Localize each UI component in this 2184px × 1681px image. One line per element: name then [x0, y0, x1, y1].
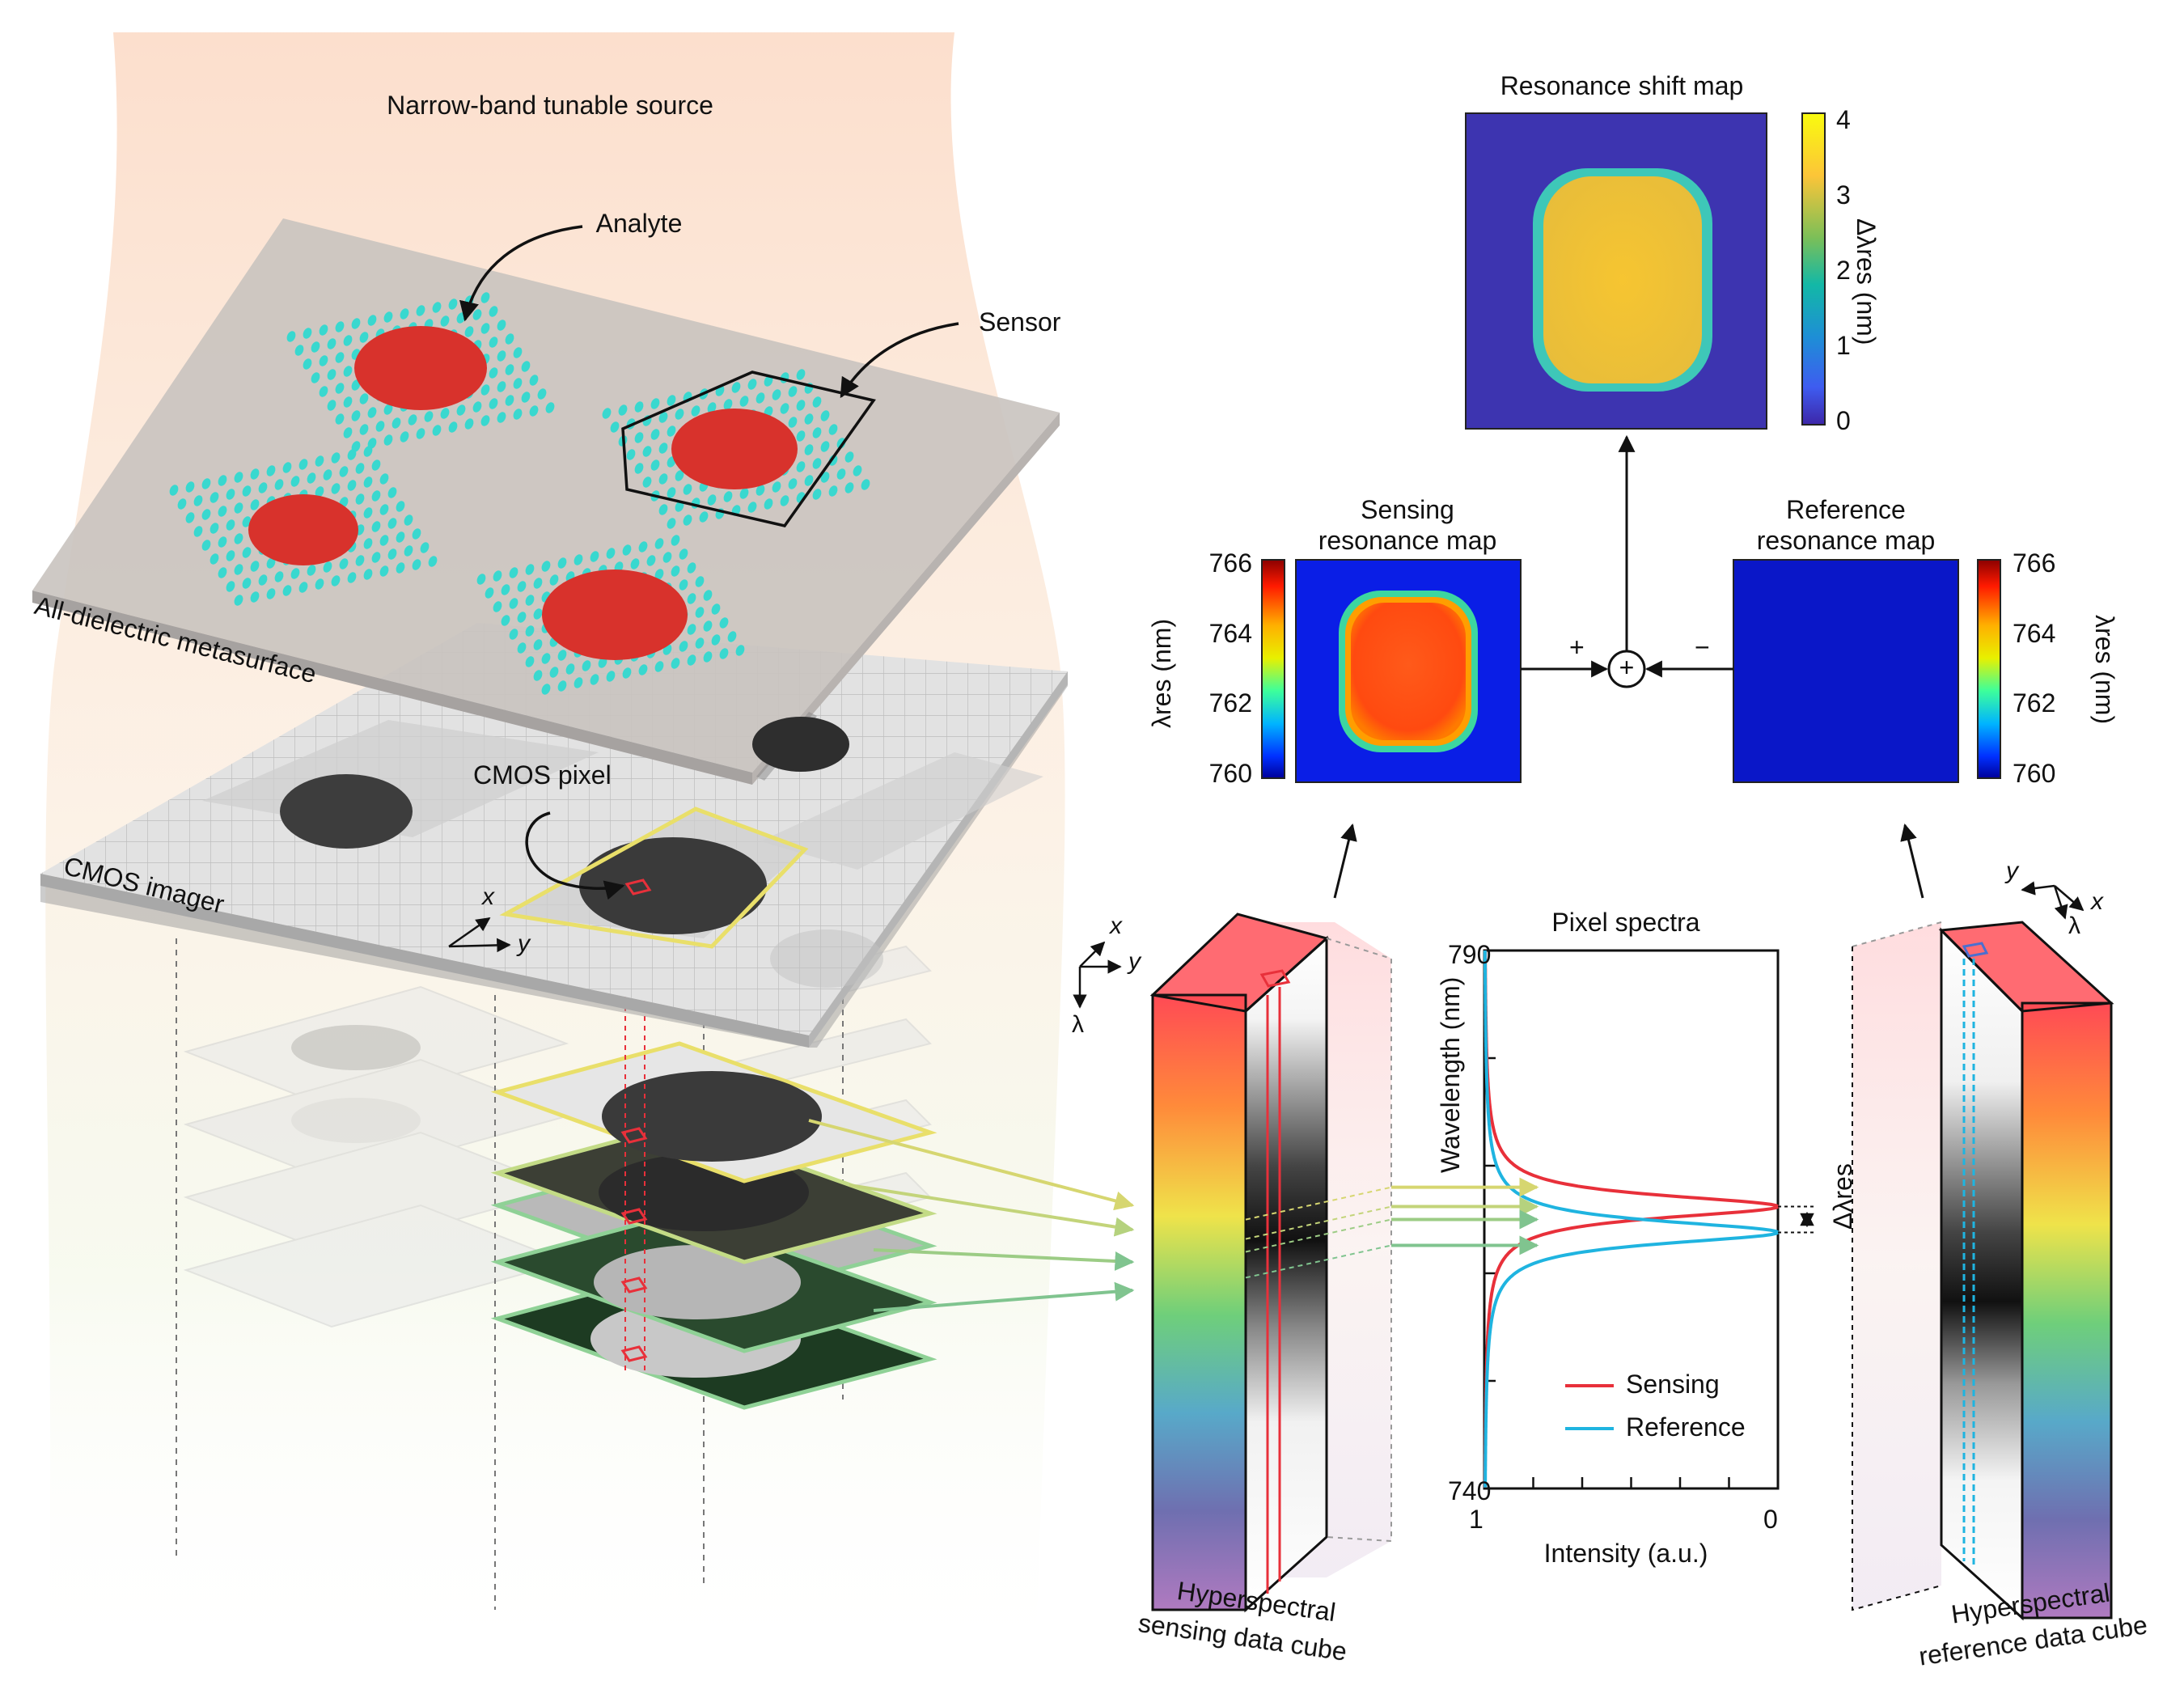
analyte-blob [542, 570, 688, 660]
source-label: Narrow-band tunable source [387, 91, 713, 120]
colorbar-tick: 0 [1836, 406, 1851, 435]
left-arrows [459, 225, 959, 900]
sensor-frame [621, 370, 876, 527]
legend-reference-label: Reference [1626, 1412, 1746, 1442]
spectra-y-tick-top: 790 [1448, 940, 1492, 969]
series-line-reference [1483, 951, 1781, 1488]
spectra-ylabel: Wavelength (nm) [1436, 976, 1465, 1173]
reference-cube-axes [2021, 881, 2085, 920]
reference-colorbar [1977, 559, 2001, 779]
sensing-data-cube [1149, 912, 1392, 1613]
summing-junction [1521, 434, 1733, 688]
colorbar-tick: 766 [2013, 548, 2056, 578]
colorbar-tick: 2 [1836, 256, 1851, 285]
wavelength-slice-guide [1245, 1244, 1392, 1279]
cmos-axis-y: y [518, 930, 530, 957]
minus-sign: − [1695, 633, 1710, 662]
shift-colorbar [1801, 112, 1826, 426]
pixel-spectra-chart [1245, 949, 1814, 1490]
colorbar-tick: 762 [2013, 688, 2056, 718]
analyte-blob [354, 326, 487, 410]
sensing-cube-axes [1073, 941, 1122, 1009]
shift-map-title: Resonance shift map [1500, 71, 1744, 100]
legend-sensing-label: Sensing [1626, 1370, 1720, 1399]
sensor-array [169, 446, 438, 606]
cmos-axes [448, 917, 511, 953]
reference-cube-axis-y: y [2006, 857, 2018, 884]
colorbar-tick: 760 [2013, 759, 2056, 788]
wavelength-slice-guide [1245, 1218, 1392, 1253]
metasurface-plate [32, 218, 1060, 785]
sensing-cube-axis-y: y [1128, 948, 1141, 975]
colorbar-tick: 766 [1208, 548, 1252, 578]
reference-cube-axis-lambda: λ [2068, 912, 2080, 939]
spectra-x-tick-left: 1 [1469, 1505, 1484, 1534]
analyte-blob [671, 409, 798, 489]
analyte-label: Analyte [595, 209, 683, 238]
reference-resonance-map [1733, 559, 1959, 783]
sensing-map-title-2: resonance map [1318, 526, 1497, 555]
colorbar-tick: 764 [1208, 618, 1252, 648]
colorbar-tick: 4 [1836, 105, 1851, 134]
resonance-shift-map [1465, 112, 1767, 430]
sensor-array [602, 369, 876, 529]
wavelength-slice-guide [1245, 1205, 1392, 1240]
plus-sign: + [1569, 633, 1585, 662]
spectra-xlabel: Intensity (a.u.) [1543, 1539, 1708, 1568]
reference-map-title-2: resonance map [1756, 526, 1936, 555]
sensor-array [286, 292, 555, 452]
colorbar-tick: 1 [1836, 331, 1851, 360]
cmos-pixel-label: CMOS pixel [473, 760, 612, 790]
sensor-label: Sensor [979, 307, 1061, 337]
sensing-cube-axis-lambda: λ [1072, 1011, 1084, 1038]
colorbar-tick: 762 [1208, 688, 1252, 718]
analyte-blob [248, 494, 358, 565]
reference-data-cube [1852, 921, 2114, 1621]
cmos-pixel-frame [499, 807, 809, 949]
spectra-y-tick-bottom: 740 [1448, 1476, 1492, 1505]
cube-to-map-arrows [1333, 823, 1924, 899]
sensing-colorbar [1261, 559, 1285, 779]
colorbar-tick: 3 [1836, 180, 1851, 210]
colorbar-tick: 764 [2013, 618, 2056, 648]
cmos-axis-x: x [482, 883, 494, 910]
sensing-resonance-map [1295, 559, 1522, 783]
reference-cube-axis-x: x [2091, 888, 2103, 915]
shift-colorbar-label: Δλres (nm) [1852, 218, 1881, 345]
sensing-colorbar-label: λres (nm) [1147, 618, 1176, 728]
wavelength-slice-guide [1245, 1186, 1392, 1221]
sum-symbol: + [1619, 653, 1635, 682]
sensor-arrays [169, 292, 876, 695]
reference-map-title-1: Reference [1786, 495, 1906, 524]
sensing-cube-axis-x: x [1110, 912, 1122, 939]
sensing-map-title-1: Sensing [1361, 495, 1454, 524]
delta-lambda-annotation: Δλres [1828, 1163, 1857, 1230]
colorbar-tick: 760 [1208, 759, 1252, 788]
spectra-title: Pixel spectra [1551, 908, 1700, 937]
reference-colorbar-label: λres (nm) [2090, 615, 2119, 725]
slice-to-cube-arrows [808, 1119, 1135, 1312]
sensor-array [476, 535, 745, 695]
spectra-x-tick-right: 0 [1763, 1505, 1778, 1534]
